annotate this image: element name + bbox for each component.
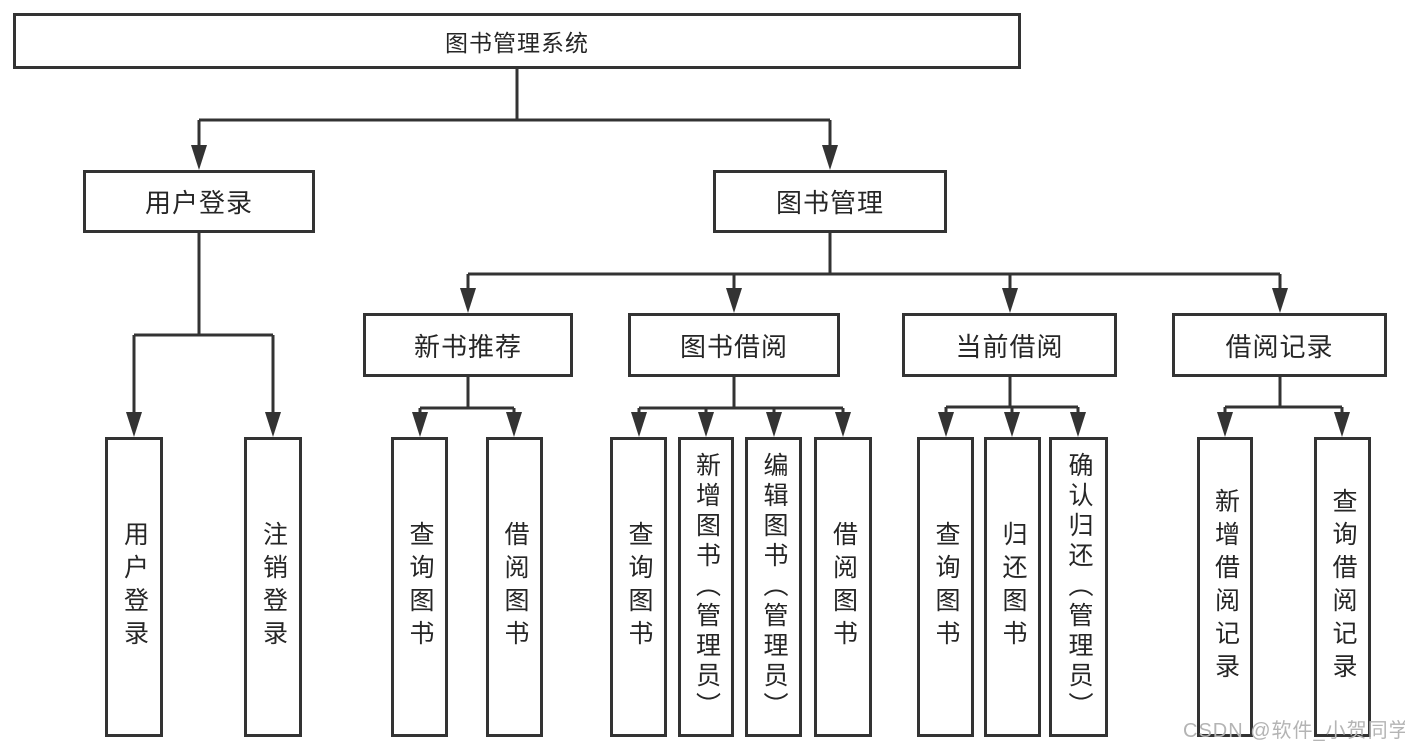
leaf-nbr-query-books: 查询图书 (391, 437, 448, 737)
leaf-br-query-borrow-record: 查询借阅记录 (1314, 437, 1371, 737)
node-book-borrowing: 图书借阅 (628, 313, 840, 377)
arrowheads (126, 145, 1350, 437)
node-label: 查询借阅记录 (1329, 488, 1357, 686)
leaf-cb-return-books: 归还图书 (984, 437, 1041, 737)
node-library-management-system: 图书管理系统 (13, 13, 1021, 69)
node-label: 新增借阅记录 (1211, 488, 1240, 686)
node-label: 当前借阅 (955, 331, 1064, 362)
edge-user-login-children (132, 233, 275, 416)
node-user-login: 用户登录 (83, 170, 315, 233)
leaf-cb-confirm-return-admin: 确认归还（管理员） (1049, 437, 1108, 737)
node-label: 借阅图书 (829, 521, 858, 653)
leaf-br-add-borrow-record: 新增借阅记录 (1197, 437, 1253, 737)
node-label: 借阅图书 (501, 521, 529, 653)
edge-current-borrow-children (944, 377, 1080, 416)
node-label: 编辑图书（管理员） (760, 452, 788, 722)
node-borrowing-records: 借阅记录 (1172, 313, 1387, 377)
edge-root-to-level2 (197, 69, 832, 150)
edge-borrow-records-children (1223, 377, 1344, 416)
node-label: 确认归还（管理员） (1065, 452, 1093, 722)
node-label: 借阅记录 (1225, 331, 1334, 362)
leaf-cb-query-books: 查询图书 (917, 437, 974, 737)
edge-new-book-children (418, 377, 516, 416)
node-label: 查询图书 (406, 521, 434, 653)
node-label: 新书推荐 (413, 331, 522, 362)
node-label: 查询图书 (932, 521, 960, 653)
node-label: 图书管理 (775, 188, 884, 218)
node-label: 归还图书 (999, 521, 1027, 653)
node-book-management: 图书管理 (713, 170, 947, 233)
node-label: 查询图书 (625, 521, 653, 653)
node-label: 新增图书（管理员） (692, 452, 721, 722)
leaf-bb-borrow-books: 借阅图书 (814, 437, 872, 737)
node-label: 用户登录 (144, 188, 253, 218)
node-label: 用户登录 (120, 521, 149, 653)
leaf-bb-edit-books-admin: 编辑图书（管理员） (745, 437, 802, 737)
leaf-nbr-borrow-books: 借阅图书 (486, 437, 543, 737)
node-label: 图书借阅 (679, 331, 788, 362)
node-label: 图书管理系统 (445, 30, 589, 56)
node-new-book-recommend: 新书推荐 (363, 313, 573, 377)
leaf-bb-add-books-admin: 新增图书（管理员） (678, 437, 734, 737)
edge-book-borrow-children (637, 377, 845, 416)
edge-book-mgmt-children (466, 233, 1282, 292)
node-current-borrowing: 当前借阅 (902, 313, 1117, 377)
node-label: 注销登录 (259, 521, 288, 653)
leaf-bb-query-books: 查询图书 (610, 437, 667, 737)
leaf-logout-login: 注销登录 (244, 437, 302, 737)
csdn-watermark: CSDN @软件_小贺同学 (1183, 720, 1405, 742)
leaf-user-login: 用户登录 (105, 437, 163, 737)
